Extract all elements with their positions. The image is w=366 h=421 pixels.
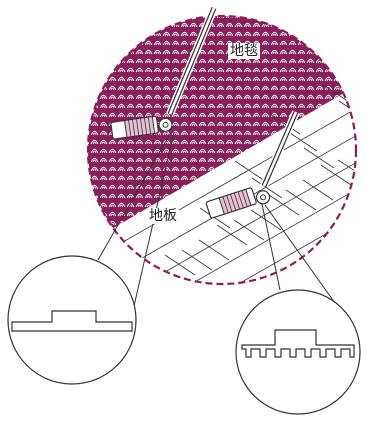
carpet-label: 地毯 [228,43,260,59]
vacuum-head-raised-icon [110,6,218,140]
brush-profile-icon [241,329,355,358]
detail-circle-floor [235,289,361,415]
raised-profile-icon [11,310,133,332]
detail-circle-carpet [7,255,137,385]
floor-label: 地板 [147,208,179,224]
vacuum-head-lowered-icon [205,110,300,219]
